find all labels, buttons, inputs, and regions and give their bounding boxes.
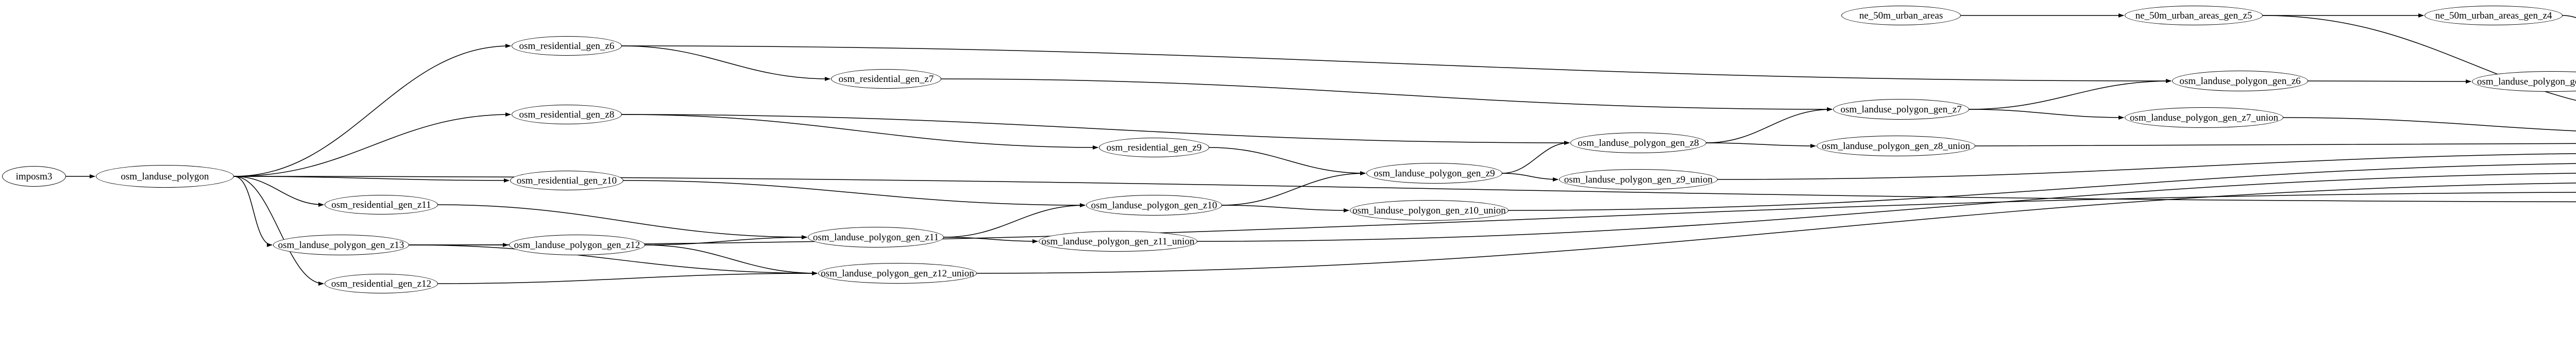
graph-node-label: osm_landuse_polygon_gen_z10 — [1091, 200, 1217, 211]
graph-node-osm-landuse-polygon-gen-z13[interactable]: osm_landuse_polygon_gen_z13 — [273, 235, 409, 255]
graph-node-osm-landuse-polygon-gen-z10[interactable]: osm_landuse_polygon_gen_z10 — [1086, 195, 1222, 216]
graph-node-label: osm_landuse_polygon_gen_z12_union — [821, 268, 974, 279]
graph-node-label: osm_landuse_polygon_gen_z6_union — [2477, 76, 2576, 87]
graph-node-osm-landuse-polygon-gen-z11[interactable]: osm_landuse_polygon_gen_z11 — [808, 227, 944, 248]
graph-node-label: osm_landuse_polygon_gen_z11 — [812, 232, 939, 243]
graph-node-label: ne_50m_urban_areas — [1859, 10, 1943, 21]
graph-node-osm-landuse-polygon-gen-z11-union[interactable]: osm_landuse_polygon_gen_z11_union — [1039, 231, 1197, 252]
graph-node-osm-landuse-polygon-gen-z8-union[interactable]: osm_landuse_polygon_gen_z8_union — [1817, 136, 1975, 156]
graph-node-label: osm_residential_gen_z10 — [516, 175, 617, 186]
graph-node-osm-residential-gen-z10[interactable]: osm_residential_gen_z10 — [510, 171, 623, 190]
graph-node-label: ne_50m_urban_areas_gen_z5 — [2135, 10, 2252, 21]
graph-node-osm-landuse-polygon-gen-z7-union[interactable]: osm_landuse_polygon_gen_z7_union — [2125, 107, 2283, 128]
graph-node-osm-landuse-polygon-gen-z12-union[interactable]: osm_landuse_polygon_gen_z12_union — [818, 263, 977, 284]
graph-node-osm-landuse-polygon-gen-z8[interactable]: osm_landuse_polygon_gen_z8 — [1570, 133, 1706, 153]
graph-node-label: osm_landuse_polygon_gen_z11_union — [1041, 236, 1195, 247]
graph-node-label: osm_residential_gen_z9 — [1106, 142, 1202, 153]
graph-node-osm-residential-gen-z8[interactable]: osm_residential_gen_z8 — [512, 105, 622, 124]
graph-node-label: osm_landuse_polygon_gen_z8_union — [1821, 140, 1971, 152]
graph-node-label: osm_landuse_polygon_gen_z10_union — [1352, 205, 1506, 216]
graph-node-ne-50m-urban-areas[interactable]: ne_50m_urban_areas — [1841, 6, 1961, 25]
graph-node-label: osm_residential_gen_z7 — [838, 73, 934, 85]
graph-node-label: ne_50m_urban_areas_gen_z4 — [2435, 10, 2552, 21]
graph-node-osm-landuse-polygon[interactable]: osm_landuse_polygon — [96, 165, 234, 188]
graph-node-osm-residential-gen-z9[interactable]: osm_residential_gen_z9 — [1099, 138, 1209, 157]
graph-node-label: osm_residential_gen_z6 — [519, 40, 615, 52]
graph-node-osm-landuse-polygon-gen-z6[interactable]: osm_landuse_polygon_gen_z6 — [2172, 71, 2308, 91]
graph-node-label: osm_landuse_polygon_gen_z13 — [278, 239, 404, 251]
graph-node-label: osm_landuse_polygon_gen_z6 — [2179, 75, 2301, 87]
graph-node-osm-landuse-polygon-gen-z6-union[interactable]: osm_landuse_polygon_gen_z6_union — [2472, 71, 2576, 92]
graph-node-label: osm_landuse_polygon_gen_z7 — [1840, 104, 1962, 115]
graph-node-label: osm_landuse_polygon — [121, 171, 209, 182]
graph-node-label: osm_residential_gen_z11 — [331, 199, 431, 210]
graph-node-label: osm_residential_gen_z12 — [331, 278, 432, 289]
graph-node-label: osm_landuse_polygon_gen_z12 — [514, 239, 640, 251]
graph-node-osm-landuse-polygon-gen-z12[interactable]: osm_landuse_polygon_gen_z12 — [509, 235, 645, 255]
graph-node-osm-landuse-polygon-gen-z7[interactable]: osm_landuse_polygon_gen_z7 — [1833, 99, 1969, 120]
graph-node-label: osm_landuse_polygon_gen_z9_union — [1564, 174, 1713, 185]
graph-node-osm-landuse-polygon-gen-z9[interactable]: osm_landuse_polygon_gen_z9 — [1366, 163, 1502, 184]
graph-node-osm-landuse-polygon-gen-z9-union[interactable]: osm_landuse_polygon_gen_z9_union — [1559, 169, 1718, 190]
graph-node-ne-50m-urban-areas-gen-z4[interactable]: ne_50m_urban_areas_gen_z4 — [2425, 6, 2563, 25]
graph-node-imposm3[interactable]: imposm3 — [2, 166, 66, 187]
graph-node-ne-50m-urban-areas-gen-z5[interactable]: ne_50m_urban_areas_gen_z5 — [2125, 6, 2263, 25]
graph-node-label: osm_residential_gen_z8 — [519, 109, 615, 120]
graph-node-label: imposm3 — [15, 171, 53, 182]
graph-node-label: osm_landuse_polygon_gen_z9 — [1374, 168, 1495, 179]
graph-node-label: osm_landuse_polygon_gen_z7_union — [2129, 112, 2279, 123]
graph-node-label: osm_landuse_polygon_gen_z8 — [1578, 137, 1699, 149]
graph-node-osm-landuse-polygon-gen-z10-union[interactable]: osm_landuse_polygon_gen_z10_union — [1350, 200, 1509, 221]
graph-node-osm-residential-gen-z7[interactable]: osm_residential_gen_z7 — [831, 69, 941, 89]
graph-node-osm-residential-gen-z6[interactable]: osm_residential_gen_z6 — [512, 36, 622, 56]
graph-node-osm-residential-gen-z12[interactable]: osm_residential_gen_z12 — [325, 274, 438, 293]
graph-node-osm-residential-gen-z11[interactable]: osm_residential_gen_z11 — [325, 195, 438, 215]
